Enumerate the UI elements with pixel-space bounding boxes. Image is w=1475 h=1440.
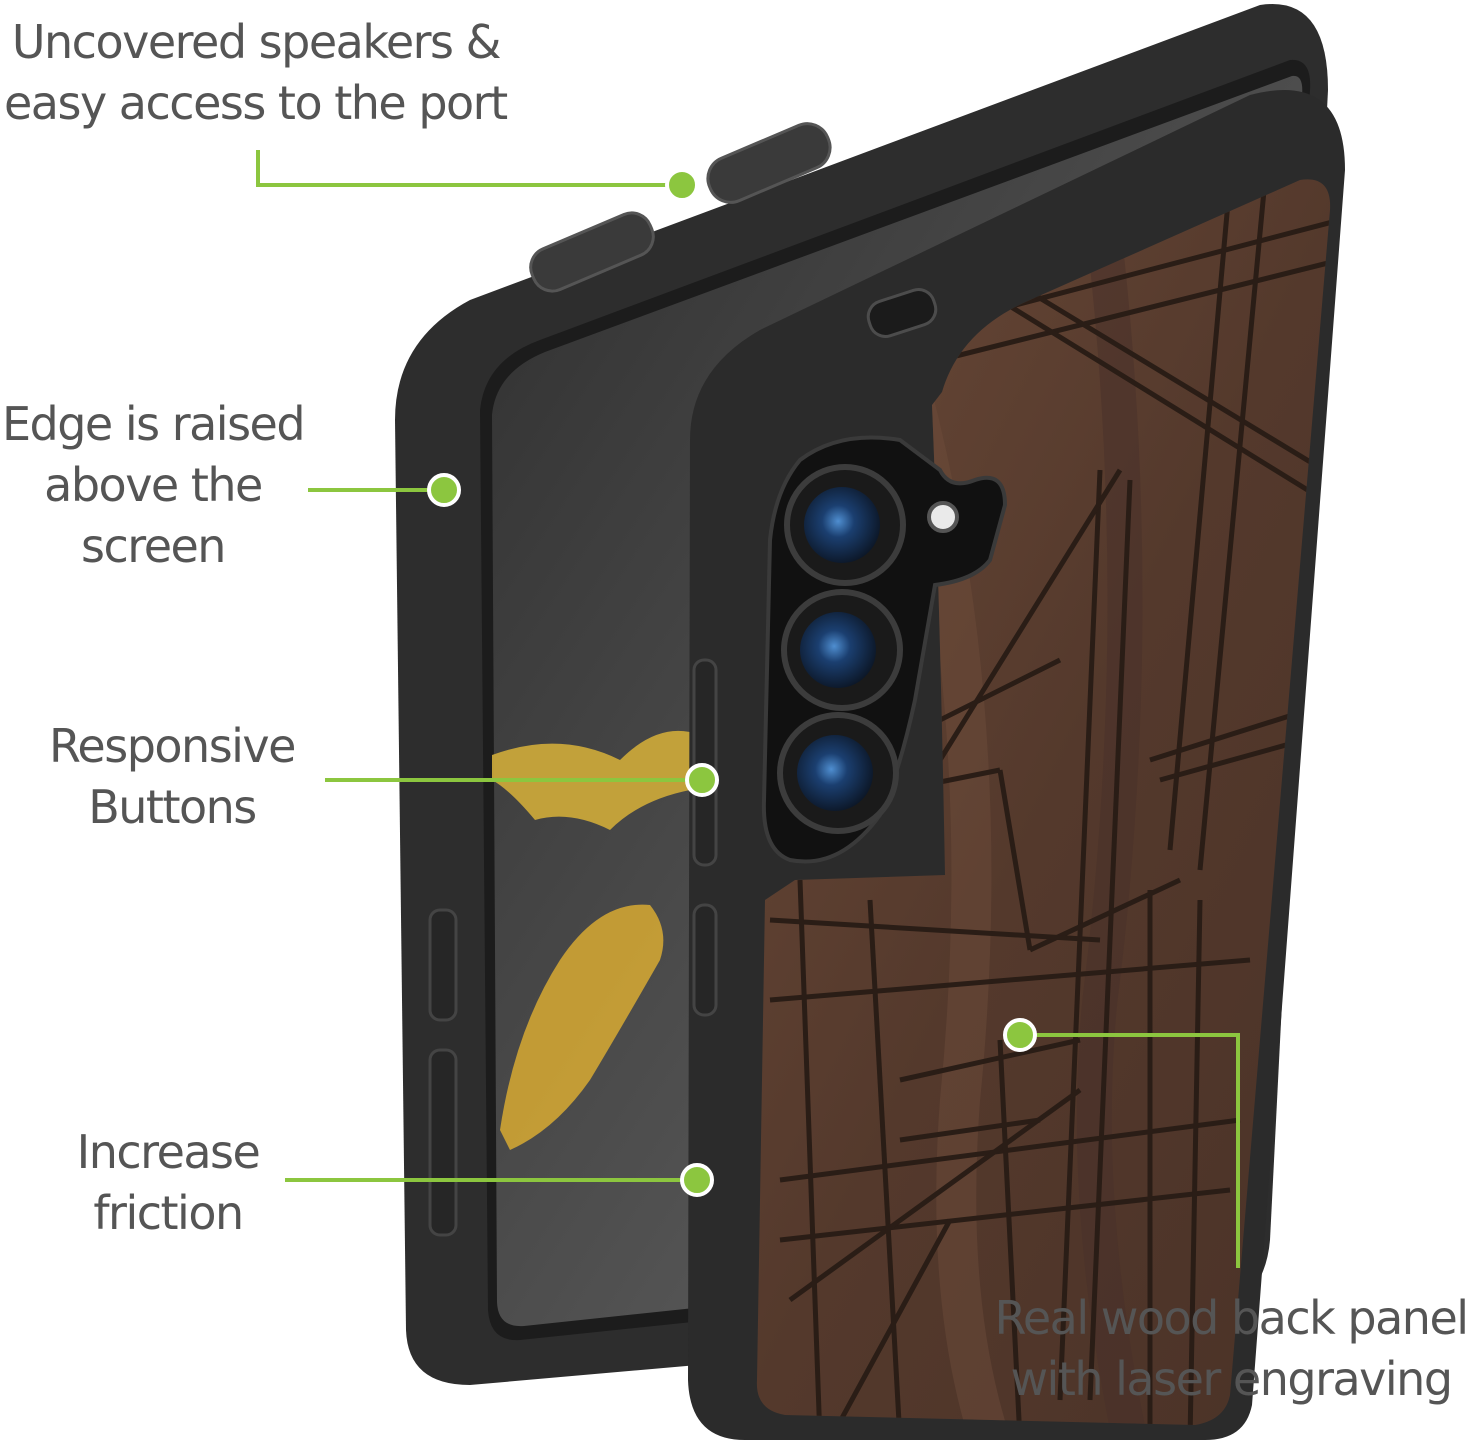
dot-friction <box>680 1163 714 1197</box>
callout-wood-line2: with laser engraving <box>1010 1352 1453 1406</box>
camera-flash <box>927 501 959 533</box>
callout-dots <box>427 168 1037 1197</box>
camera-lens-2 <box>800 612 876 688</box>
power-button <box>692 903 718 1017</box>
callout-wood-line1: Real wood back panel <box>994 1291 1469 1345</box>
dot-wood <box>1003 1018 1037 1052</box>
callout-edge-line3: screen <box>81 519 226 573</box>
callout-friction-line1: Increase <box>76 1125 261 1179</box>
callout-buttons: Responsive Buttons <box>36 716 308 838</box>
callout-buttons-line1: Responsive <box>49 719 296 773</box>
camera-lens-1 <box>804 487 880 563</box>
wallpaper-leaf-2 <box>500 904 664 1150</box>
callout-speakers-line2: easy access to the port <box>4 76 508 130</box>
callout-friction: Increase friction <box>48 1122 288 1244</box>
leader-line-speakers <box>256 150 682 187</box>
camera-lens-3 <box>797 735 873 811</box>
leader-line-wood <box>1020 1033 1240 1268</box>
laser-engraving-pattern <box>769 179 1331 1425</box>
callout-leader-lines <box>256 150 1240 1268</box>
callout-edge-line2: above the <box>44 458 263 512</box>
speaker-grill-left <box>529 211 655 293</box>
dot-edge <box>427 473 461 507</box>
callout-buttons-line2: Buttons <box>88 780 257 834</box>
dot-speakers <box>665 168 699 202</box>
callout-speakers: Uncovered speakers & easy access to the … <box>4 12 508 134</box>
charging-port-cutout <box>706 122 832 204</box>
callout-speakers-line1: Uncovered speakers & <box>11 15 502 69</box>
callout-edge-line1: Edge is raised <box>1 397 306 451</box>
microphone-cutout <box>866 288 938 338</box>
dot-buttons <box>685 763 719 797</box>
rear-phone-case <box>688 90 1345 1440</box>
callout-friction-line2: friction <box>93 1186 244 1240</box>
callout-wood: Real wood back panel with laser engravin… <box>988 1288 1474 1410</box>
volume-button <box>692 658 718 867</box>
side-button-lower <box>428 1048 458 1237</box>
side-button-upper <box>428 908 458 1022</box>
callout-edge: Edge is raised above the screen <box>0 394 306 577</box>
